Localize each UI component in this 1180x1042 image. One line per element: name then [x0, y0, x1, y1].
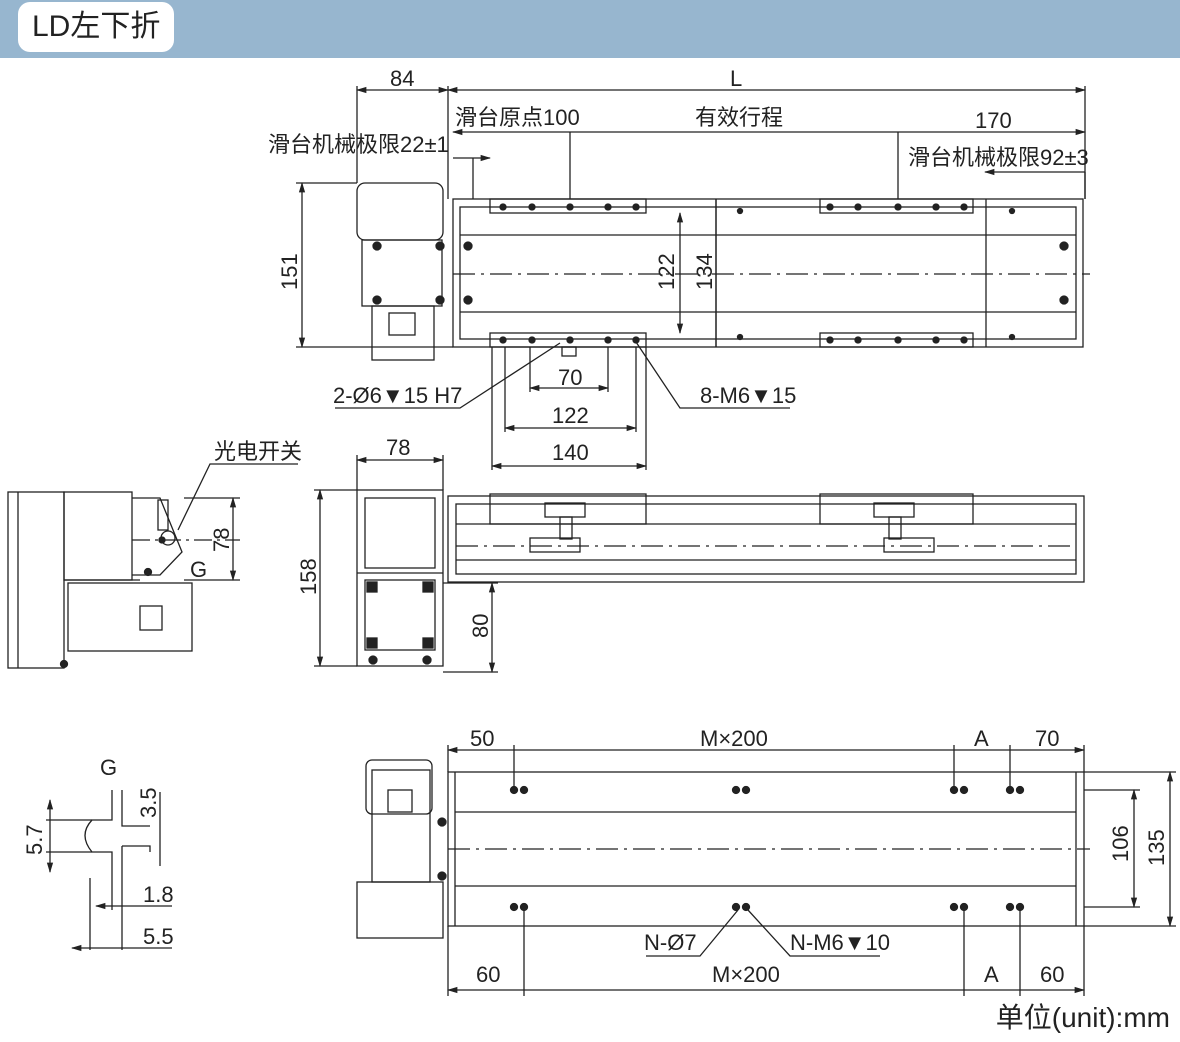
dim-1-8: 1.8	[143, 882, 174, 907]
label-limit-right: 滑台机械极限92±3	[908, 145, 1089, 170]
unit-label: 单位(unit):mm	[995, 1002, 1170, 1033]
dim-78: 78	[386, 435, 410, 460]
motor-cover	[356, 182, 444, 241]
rail-side	[447, 495, 1085, 583]
motor-bottom	[371, 769, 431, 883]
dim-122: 122	[654, 253, 679, 290]
page-title: LD左下折	[18, 2, 175, 52]
end-block	[356, 489, 444, 667]
callout-mount-holes: N-Ø7	[644, 930, 697, 955]
label-limit-left: 滑台机械极限22±1	[268, 132, 449, 157]
motor-flange	[361, 239, 443, 307]
dim-5-7: 5.7	[22, 824, 47, 855]
side-view-mid-labels: 78 158 80	[296, 435, 493, 638]
rail-body	[452, 198, 1084, 348]
dim-80: 80	[468, 614, 493, 638]
bottom-view-labels: 50 M×200 A 70 106 135 N-Ø7 N-M6▼10 60 M×…	[470, 726, 1169, 987]
slider-bottom-2	[819, 332, 974, 348]
dim-106: 106	[1108, 825, 1133, 862]
dim-a-top: A	[974, 726, 989, 751]
callout-mount-screws: N-M6▼10	[790, 930, 890, 955]
motor-body	[371, 305, 435, 361]
slider-top-1	[489, 198, 647, 214]
dim-158: 158	[296, 558, 321, 595]
dim-134: 134	[692, 253, 717, 290]
callout-holes: 2-Ø6▼15 H7	[333, 383, 462, 408]
dim-60-right: 60	[1040, 962, 1064, 987]
dim-151: 151	[277, 253, 302, 290]
dim-70-bottom: 70	[1035, 726, 1059, 751]
dim-5-5: 5.5	[143, 924, 174, 949]
slider-top-2	[819, 198, 974, 214]
header-banner: LD左下折	[0, 0, 1180, 58]
slider-side-1	[489, 493, 647, 525]
detail-g	[46, 790, 172, 952]
motor-connector	[388, 312, 416, 336]
side-view-mid	[314, 455, 1085, 674]
slider-holes	[463, 203, 1069, 344]
dim-84: 84	[390, 66, 414, 91]
motor-body-side	[67, 582, 193, 652]
dim-60-left: 60	[476, 962, 500, 987]
dim-3-5: 3.5	[136, 787, 161, 818]
motor-cover-bottom	[356, 881, 444, 939]
dim-78-left: 78	[209, 528, 234, 552]
dim-L: L	[730, 66, 742, 91]
motor-side	[7, 491, 65, 669]
detail-g-labels: G 3.5 5.7 1.8 5.5	[22, 755, 174, 949]
rail-inner	[459, 206, 1077, 340]
label-sensor: 光电开关	[214, 439, 302, 464]
motor-screws	[372, 241, 445, 305]
top-view	[296, 86, 1090, 470]
dim-70: 70	[558, 365, 582, 390]
dim-a-bottom: A	[984, 962, 999, 987]
label-slide-origin: 滑台原点100	[455, 105, 580, 130]
callout-screws: 8-M6▼15	[700, 383, 796, 408]
dim-50: 50	[470, 726, 494, 751]
detail-ref-g: G	[190, 557, 207, 582]
label-effective-stroke: 有效行程	[695, 105, 783, 130]
connector-side	[139, 605, 163, 631]
dim-mx200-top: M×200	[700, 726, 768, 751]
dim-122b: 122	[552, 403, 589, 428]
side-view-left-labels: 光电开关 78 G	[190, 439, 302, 582]
dim-mx200-bottom: M×200	[712, 962, 780, 987]
top-view-labels: 84 L 滑台原点100 有效行程 170 滑台机械极限22±1 滑台机械极限9…	[268, 66, 1089, 465]
detail-g-title: G	[100, 755, 117, 780]
dim-140: 140	[552, 440, 589, 465]
dim-135: 135	[1144, 829, 1169, 866]
bottom-view	[356, 745, 1176, 996]
side-view-left	[7, 463, 298, 669]
slider-side-2	[819, 493, 974, 525]
dim-170: 170	[975, 108, 1012, 133]
